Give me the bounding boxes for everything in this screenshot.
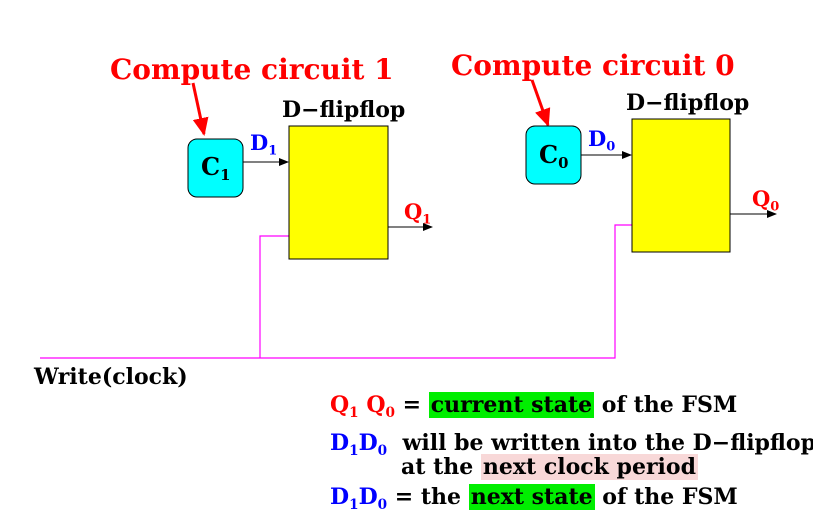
flipflop-0-title: D−flipflop (626, 90, 750, 116)
clock-label: Write(clock) (34, 364, 188, 390)
flipflop-0-box (631, 118, 731, 253)
c0-label: C0 (539, 140, 569, 173)
clock-branch-1 (259, 235, 289, 358)
note-next-clock: at the next clock period (401, 454, 698, 480)
compute0-arrow (530, 79, 551, 127)
note-next-state: D1D0 = the next state of the FSM (330, 484, 738, 513)
c1-label: C1 (201, 152, 231, 185)
q1-label: Q1 (404, 199, 432, 228)
compute-circuit-1-box (187, 138, 244, 198)
clock-wire (40, 224, 632, 359)
d0-label: D0 (588, 126, 616, 155)
flipflop-1-box (288, 125, 389, 260)
current-state-highlight: current state (428, 392, 595, 418)
note-written: D1D0 will be written into the D−flipflop (330, 430, 813, 459)
next-state-highlight: next state (468, 484, 595, 510)
flipflop-1-title: D−flipflop (282, 97, 406, 123)
d1-label: D1 (250, 130, 278, 159)
next-clock-highlight: next clock period (480, 454, 698, 480)
compute1-arrow (191, 82, 209, 136)
compute-circuit-1-title: Compute circuit 1 (110, 53, 394, 86)
compute-circuit-0-title: Compute circuit 0 (451, 49, 735, 82)
q0-label: Q0 (752, 186, 780, 215)
note-current-state: Q1 Q0 = current state of the FSM (330, 392, 738, 421)
